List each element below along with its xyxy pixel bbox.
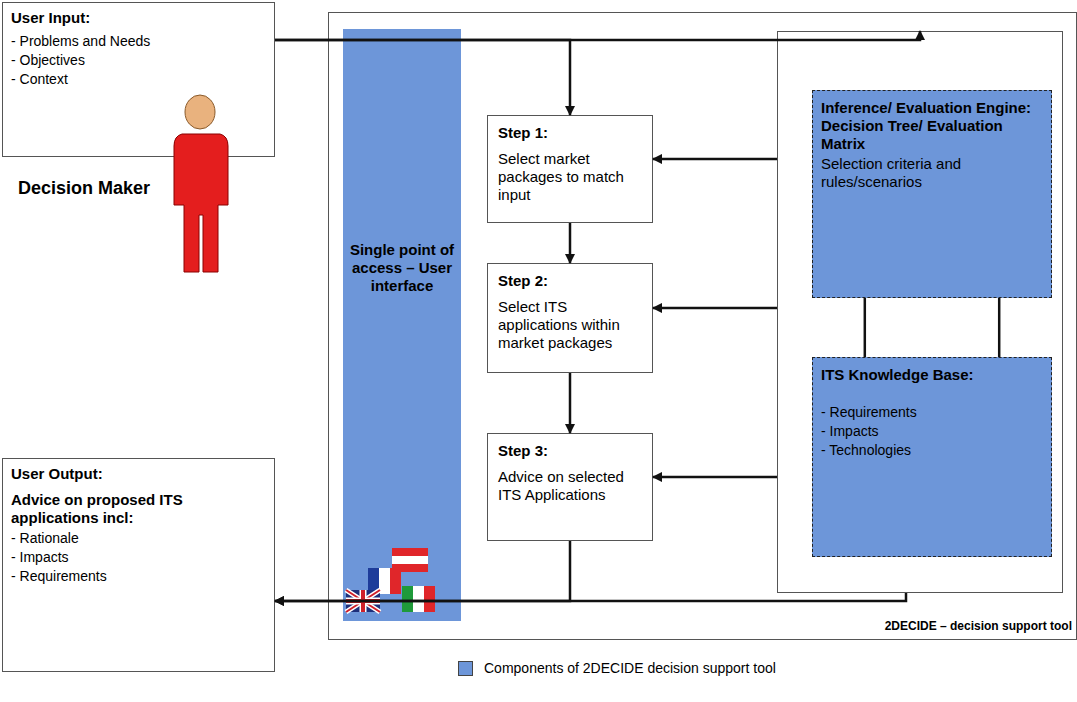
node-text: Select ITS applications within market pa… [498,298,642,352]
node-heading: User Output: [11,465,266,483]
node-heading: ITS Knowledge Base: [821,366,1043,384]
knowledge-base: ITS Knowledge Base: - Requirements - Impac… [812,357,1052,557]
connector-arrow [275,541,570,601]
engine-container: Inference/ Evaluation Engine: Decision T… [777,31,1063,593]
node-heading: User Input: [11,9,266,27]
inference-engine: Inference/ Evaluation Engine: Decision T… [812,90,1052,298]
node-heading: Single point of access – User interface [349,241,455,295]
node-text: - Requirements [11,568,266,585]
node-text: - Impacts [11,549,266,566]
node-heading: Step 2: [498,272,642,290]
node-text: - Objectives [11,52,266,69]
connector-arrow [653,476,777,479]
node-heading: 2DECIDE – decision support tool [885,619,1072,633]
node-text: Advice on selected ITS Applications [498,468,642,504]
node-heading: Inference/ Evaluation Engine: Decision T… [821,99,1043,153]
process-box: Step 3: Advice on selected ITS Applicatio… [487,433,653,541]
connector-arrow [569,373,572,433]
connector-arrow [653,158,777,161]
user-interface-band: Single point of access – User interface [343,29,461,621]
node-text: Select market packages to match input [498,150,642,204]
connector-arrow [275,40,570,115]
node-heading: Step 1: [498,124,642,142]
node-text: - Context [11,71,266,88]
node-text: Selection criteria and rules/scenarios [821,155,1043,191]
tool-frame: 2DECIDE – decision support tool Single po… [328,12,1077,640]
node-text: - Rationale [11,530,266,547]
connector-arrow [569,223,572,263]
connector-arrow [998,298,1001,357]
flag-italy [402,586,435,612]
connector-arrow [275,31,920,40]
legend-swatch [458,661,473,676]
input-box: User Input: - Problems and Needs - Objecti… [2,2,275,157]
actor-label: Decision Maker [18,178,150,199]
process-box: Step 2: Select ITS applications within ma… [487,263,653,373]
connector-arrow [653,307,777,310]
node-text: - Requirements [821,404,1043,421]
node-text: - Technologies [821,442,1043,459]
legend-text: Components of 2DECIDE decision support t… [484,660,776,676]
connector-arrow [275,593,906,601]
node-text: Advice on proposed ITS applications incl… [11,491,266,527]
node-text: - Impacts [821,423,1043,440]
process-box: Step 1: Select market packages to match i… [487,115,653,223]
connector-arrow [864,298,867,357]
output-box: User Output: Advice on proposed ITS appli… [2,458,275,672]
node-heading: Step 3: [498,442,642,460]
node-text: - Problems and Needs [11,33,266,50]
